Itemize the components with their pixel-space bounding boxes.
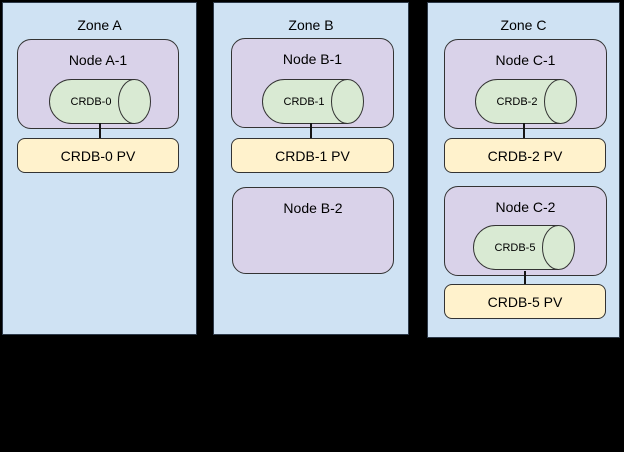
node-c2-box: Node C-2 CRDB-5 bbox=[444, 186, 607, 276]
crdb-2-pv-label: CRDB-2 PV bbox=[487, 147, 563, 164]
database-cylinder-shape bbox=[262, 79, 364, 124]
node-c1-box: Node C-1 CRDB-2 bbox=[444, 39, 607, 129]
crdb-5-label: CRDB-5 bbox=[494, 241, 536, 254]
zone-a: Zone A Node A-1 CRDB-0 CRDB-0 PV bbox=[2, 2, 197, 335]
pv-connector-line bbox=[99, 123, 101, 138]
crdb-1-label: CRDB-1 bbox=[283, 95, 325, 108]
node-b1-box: Node B-1 CRDB-1 bbox=[231, 38, 394, 128]
crdb-5-pv-box: CRDB-5 PV bbox=[444, 284, 606, 319]
zone-c: Zone C Node C-1 CRDB-2 CRDB-2 PV Node C-… bbox=[427, 2, 620, 338]
crdb-5-pv-label: CRDB-5 PV bbox=[487, 293, 563, 310]
zone-c-title: Zone C bbox=[500, 17, 547, 33]
crdb-2-pv-box: CRDB-2 PV bbox=[444, 138, 606, 173]
database-cylinder-shape bbox=[473, 225, 575, 270]
zone-a-title: Zone A bbox=[77, 17, 122, 33]
database-cylinder-shape bbox=[475, 79, 577, 124]
node-b2-box: Node B-2 bbox=[232, 187, 394, 274]
node-b1-label: Node B-1 bbox=[282, 51, 343, 67]
crdb-1-database-icon: CRDB-1 bbox=[262, 79, 364, 124]
node-a1-label: Node A-1 bbox=[68, 52, 128, 68]
crdb-2-database-icon: CRDB-2 bbox=[475, 79, 577, 124]
zone-b: Zone B Node B-1 CRDB-1 CRDB-1 PV Node B-… bbox=[213, 2, 409, 335]
pv-connector-line bbox=[310, 123, 312, 138]
crdb-0-label: CRDB-0 bbox=[70, 95, 112, 108]
database-cylinder-shape bbox=[49, 79, 151, 124]
crdb-0-database-icon: CRDB-0 bbox=[49, 79, 151, 124]
node-b2-label: Node B-2 bbox=[283, 200, 343, 216]
crdb-0-pv-label: CRDB-0 PV bbox=[60, 147, 136, 164]
crdb-5-database-icon: CRDB-5 bbox=[473, 225, 575, 270]
zone-b-title: Zone B bbox=[288, 17, 334, 33]
pv-connector-line bbox=[523, 123, 525, 138]
node-c2-label: Node C-2 bbox=[495, 199, 556, 215]
crdb-1-pv-box: CRDB-1 PV bbox=[231, 138, 394, 173]
crdb-2-label: CRDB-2 bbox=[496, 95, 538, 108]
node-a1-box: Node A-1 CRDB-0 bbox=[17, 39, 179, 129]
crdb-0-pv-box: CRDB-0 PV bbox=[17, 138, 179, 173]
crdb-1-pv-label: CRDB-1 PV bbox=[275, 147, 350, 164]
node-c1-label: Node C-1 bbox=[495, 52, 556, 68]
pv-connector-line bbox=[524, 271, 526, 286]
